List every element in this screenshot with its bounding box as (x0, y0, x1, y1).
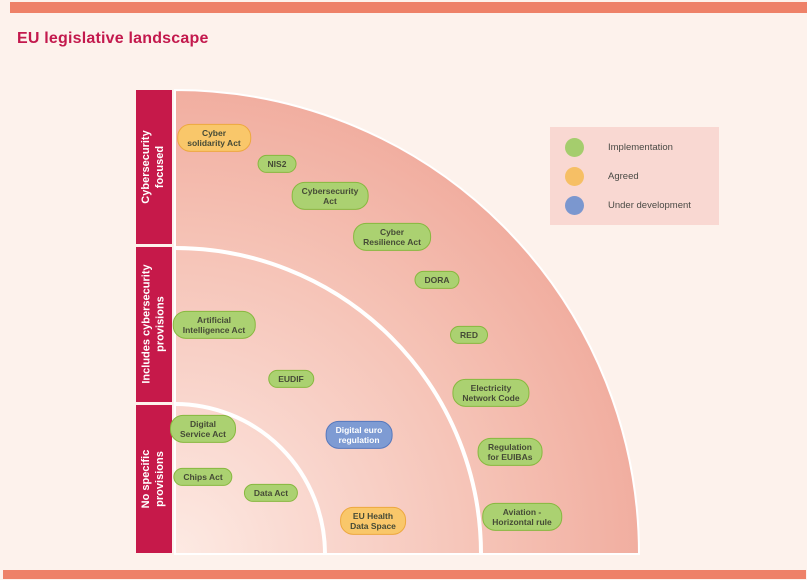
pill-artificial-intelligence-act: Artificial Intelligence Act (172, 310, 256, 340)
pill-data-act: Data Act (243, 483, 299, 503)
pill-red: RED (450, 325, 488, 345)
page-title: EU legislative landscape (17, 30, 209, 47)
legend-item-implementation: Implementation (565, 138, 719, 157)
legend-label: Under development (608, 200, 691, 211)
pill-eu-health-data-space: EU Health Data Space (340, 506, 406, 536)
pill-chips-act: Chips Act (173, 467, 233, 487)
band-bar-no-specific-provisions (136, 405, 172, 553)
ring-divider-arc-outer (174, 246, 483, 555)
pill-regulation-for-euibas: Regulation for EUIBAs (477, 437, 543, 467)
bottom-accent-bar (3, 570, 806, 579)
legend-item-under_development: Under development (565, 196, 719, 215)
pill-eudif: EUDIF (268, 369, 314, 389)
pill-cyber-resilience-act: Cyber Resilience Act (353, 222, 431, 252)
band-bar-cybersecurity-focused (136, 90, 172, 244)
pill-digital-service-act: Digital Service Act (170, 414, 236, 444)
pill-cyber-solidarity-act: Cyber solidarity Act (177, 123, 251, 153)
ring-divider-arc-inner (174, 402, 327, 555)
legend-label: Agreed (608, 171, 639, 182)
legend-implementation-dot-icon (565, 138, 584, 157)
legend-label: Implementation (608, 142, 673, 153)
legend-under_development-dot-icon (565, 196, 584, 215)
legend-agreed-dot-icon (565, 167, 584, 186)
pill-electricity-network-code: Electricity Network Code (452, 378, 530, 408)
pill-aviation-horizontal-rule: Aviation - Horizontal rule (482, 502, 562, 532)
legend-item-agreed: Agreed (565, 167, 719, 186)
pill-cybersecurity-act: Cybersecurity Act (291, 181, 369, 211)
pill-digital-euro-regulation: Digital euro regulation (325, 420, 393, 450)
pill-nis2: NIS2 (257, 154, 297, 174)
pill-dora: DORA (414, 270, 460, 290)
band-bar-includes-cybersecurity-provisions (136, 247, 172, 402)
top-accent-bar (10, 2, 807, 13)
